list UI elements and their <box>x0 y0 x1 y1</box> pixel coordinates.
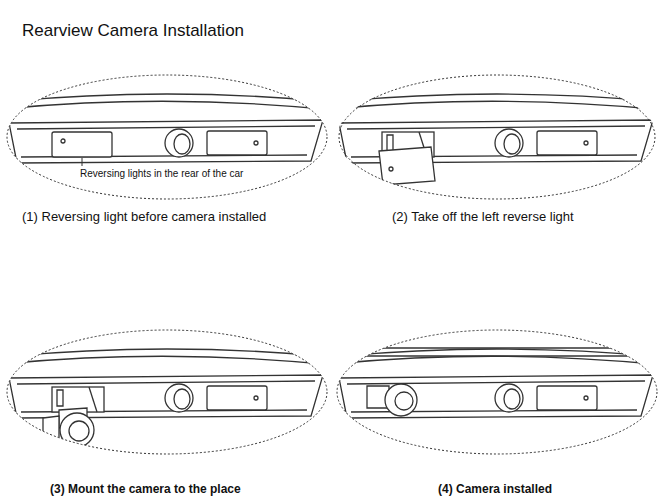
page-title: Rearview Camera Installation <box>22 21 244 41</box>
panel-two <box>322 75 660 199</box>
part-label: Reversing lights in the rear of the car <box>80 168 243 180</box>
panel-three <box>0 330 342 454</box>
step-caption: (2) Take off the left reverse light <box>392 209 574 225</box>
panel-one <box>0 75 342 199</box>
panel-four <box>322 330 660 454</box>
step-caption: (3) Mount the camera to the place <box>50 482 241 496</box>
step-caption: (4) Camera installed <box>438 482 552 496</box>
step-caption: (1) Reversing light before camera instal… <box>22 209 266 225</box>
leader-line <box>82 158 83 166</box>
